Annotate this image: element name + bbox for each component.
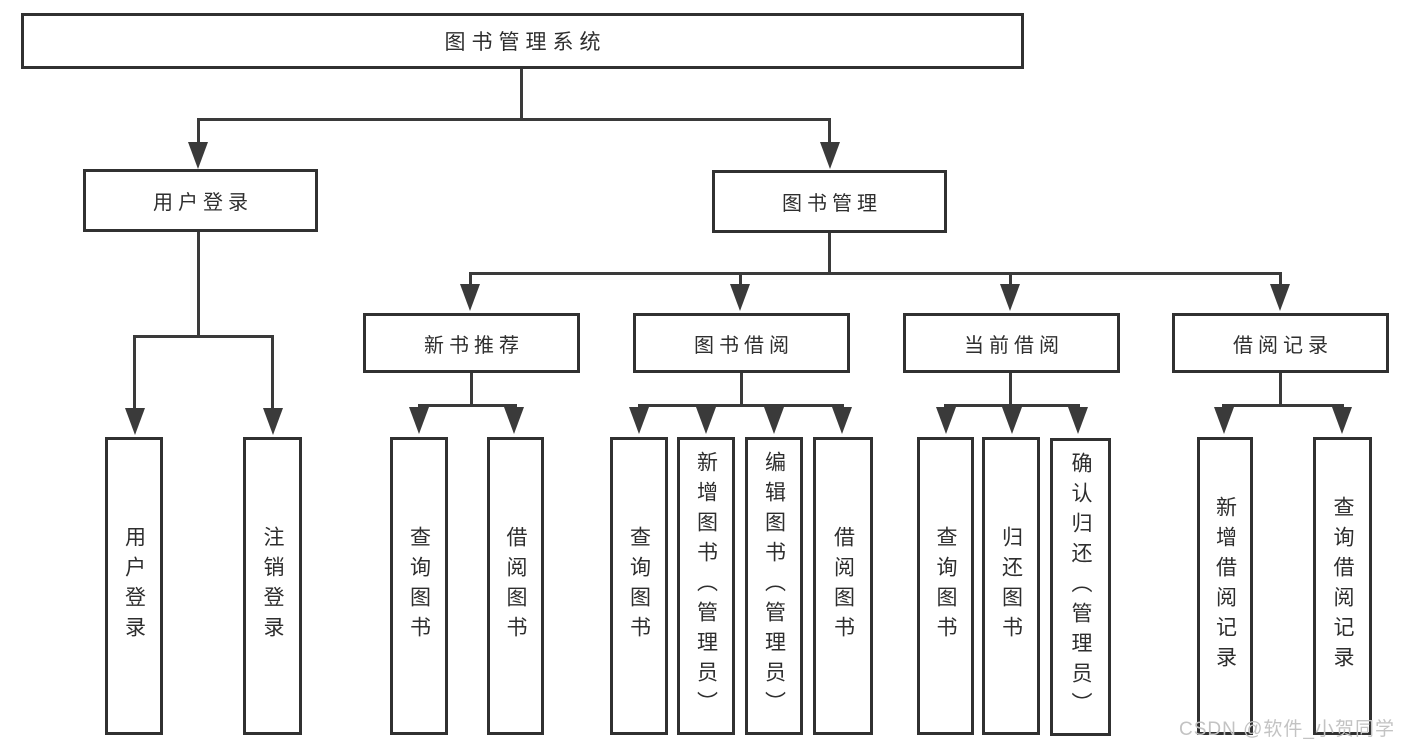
connector-hline bbox=[638, 404, 844, 407]
leaf-label: 用户登录 bbox=[122, 526, 146, 646]
connector-vline bbox=[739, 272, 742, 286]
node-label: 图书借阅 bbox=[694, 334, 794, 357]
node-label: 新书推荐 bbox=[424, 334, 524, 357]
leaf-label: 归还图书 bbox=[999, 526, 1023, 646]
node-library-management-system: 图书管理系统 bbox=[21, 13, 1024, 69]
connector-vline bbox=[271, 335, 274, 410]
node-label: 当前借阅 bbox=[964, 334, 1064, 357]
arrowhead-down bbox=[1332, 407, 1352, 434]
node-new-book-recommendation: 新书推荐 bbox=[363, 313, 580, 373]
leaf-label: 借阅图书 bbox=[504, 526, 527, 646]
leaf-label: 新增图书（管理员） bbox=[694, 451, 718, 721]
leaf-borrow-books: 借阅图书 bbox=[813, 437, 873, 735]
connector-vline bbox=[197, 232, 200, 338]
leaf-user-login: 用户登录 bbox=[105, 437, 163, 735]
arrowhead-down bbox=[263, 408, 283, 435]
leaf-add-borrow-record: 新增借阅记录 bbox=[1197, 437, 1253, 735]
leaf-query-books-borrowing: 查询图书 bbox=[610, 437, 668, 735]
arrowhead-down bbox=[1068, 407, 1088, 434]
connector-hline bbox=[418, 404, 517, 407]
connector-hline bbox=[944, 404, 1080, 407]
arrowhead-down bbox=[125, 408, 145, 435]
arrowhead-down bbox=[460, 284, 480, 311]
leaf-query-books-current: 查询图书 bbox=[917, 437, 974, 735]
arrowhead-down bbox=[764, 407, 784, 434]
connector-vline bbox=[133, 335, 136, 410]
leaf-label: 查询图书 bbox=[407, 526, 431, 646]
arrowhead-down bbox=[629, 407, 649, 434]
arrowhead-down bbox=[696, 407, 716, 434]
connector-vline bbox=[1279, 272, 1282, 286]
leaf-edit-books-admin: 编辑图书（管理员） bbox=[745, 437, 803, 735]
connector-vline bbox=[1009, 272, 1012, 286]
connector-vline bbox=[828, 118, 831, 145]
connector-vline bbox=[740, 373, 743, 407]
leaf-label: 确认归还（管理员） bbox=[1069, 452, 1092, 722]
connector-vline bbox=[1009, 373, 1012, 407]
arrowhead-down bbox=[188, 142, 208, 169]
node-current-borrowing: 当前借阅 bbox=[903, 313, 1120, 373]
arrowhead-down bbox=[504, 407, 524, 434]
connector-vline bbox=[828, 233, 831, 274]
leaf-borrow-books-recommendation: 借阅图书 bbox=[487, 437, 544, 735]
arrowhead-down bbox=[730, 284, 750, 311]
node-user-login: 用户登录 bbox=[83, 169, 318, 232]
arrowhead-down bbox=[1214, 407, 1234, 434]
leaf-label: 查询借阅记录 bbox=[1331, 496, 1354, 676]
leaf-label: 新增借阅记录 bbox=[1213, 496, 1237, 676]
connector-vline bbox=[520, 69, 523, 118]
leaf-logout: 注销登录 bbox=[243, 437, 302, 735]
arrowhead-down bbox=[820, 142, 840, 169]
connector-vline bbox=[1279, 373, 1282, 407]
node-label: 借阅记录 bbox=[1233, 334, 1333, 357]
leaf-label: 查询图书 bbox=[934, 526, 957, 646]
connector-hline bbox=[469, 272, 1282, 275]
node-label: 用户登录 bbox=[153, 192, 253, 214]
node-borrowing-records: 借阅记录 bbox=[1172, 313, 1389, 373]
connector-hline bbox=[133, 335, 274, 338]
leaf-add-books-admin: 新增图书（管理员） bbox=[677, 437, 735, 735]
node-book-borrowing: 图书借阅 bbox=[633, 313, 850, 373]
node-label: 图书管理系统 bbox=[444, 31, 607, 54]
connector-hline bbox=[197, 118, 831, 121]
leaf-return-books: 归还图书 bbox=[982, 437, 1040, 735]
node-book-management: 图书管理 bbox=[712, 170, 947, 233]
node-label: 图书管理 bbox=[782, 193, 882, 215]
arrowhead-down bbox=[936, 407, 956, 434]
leaf-query-books-recommendation: 查询图书 bbox=[390, 437, 448, 735]
arrowhead-down bbox=[409, 407, 429, 434]
arrowhead-down bbox=[1002, 407, 1022, 434]
arrowhead-down bbox=[1270, 284, 1290, 311]
watermark: CSDN @软件_小贺同学 bbox=[1179, 719, 1395, 740]
arrowhead-down bbox=[1000, 284, 1020, 311]
leaf-label: 查询图书 bbox=[627, 526, 651, 646]
leaf-label: 编辑图书（管理员） bbox=[762, 451, 786, 721]
connector-vline bbox=[469, 272, 472, 286]
arrowhead-down bbox=[832, 407, 852, 434]
leaf-confirm-return-admin: 确认归还（管理员） bbox=[1050, 438, 1111, 736]
connector-hline bbox=[1222, 404, 1344, 407]
leaf-label: 借阅图书 bbox=[831, 526, 855, 646]
leaf-query-borrow-record: 查询借阅记录 bbox=[1313, 437, 1372, 735]
leaf-label: 注销登录 bbox=[261, 526, 284, 646]
connector-vline bbox=[197, 118, 200, 145]
connector-vline bbox=[470, 373, 473, 407]
